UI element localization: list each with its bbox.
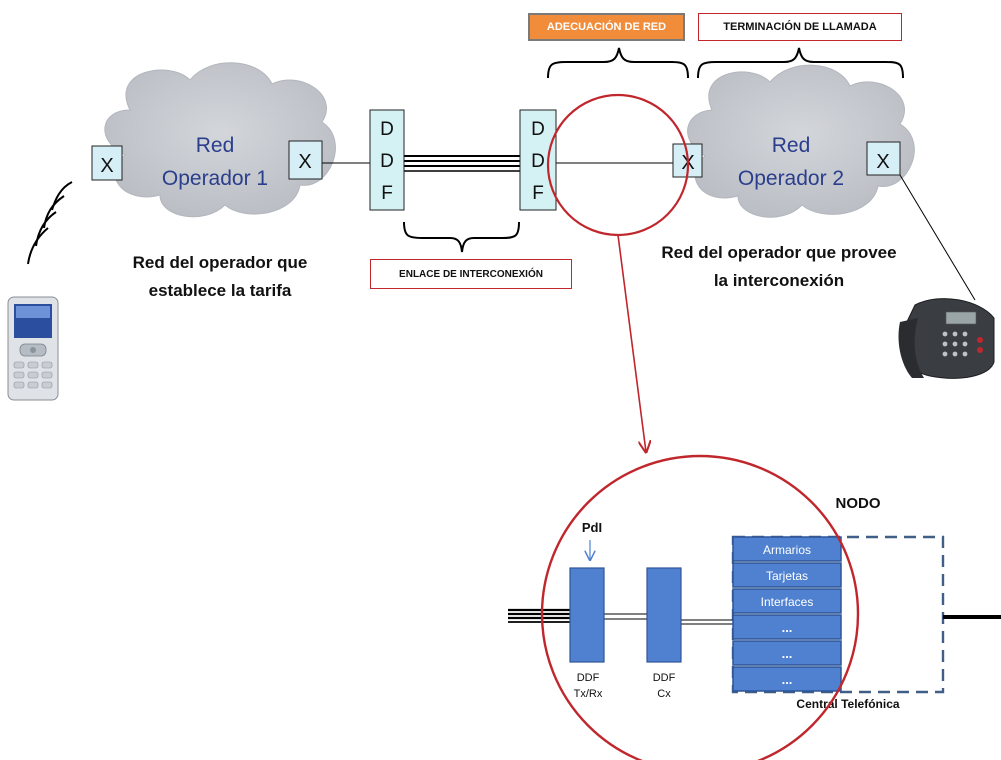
nodo-label: NODO	[836, 495, 881, 512]
ddf-cx-box	[646, 567, 682, 663]
svg-text:D: D	[531, 119, 545, 140]
rack-item-ellipsis-1: ...	[782, 620, 793, 635]
desk-telephone-icon	[898, 298, 995, 379]
svg-text:F: F	[381, 183, 393, 204]
focus-circle-top	[546, 93, 690, 237]
wireless-signal-icon	[27, 181, 73, 265]
terminacion-text: TERMINACIÓN DE LLAMADA	[723, 21, 877, 33]
pdi-label: PdI	[582, 520, 602, 535]
caption-op1-line2: establece la tarifa	[149, 281, 292, 300]
cloud-operador-2: Red Operador 2	[687, 64, 915, 218]
cloud-op1-subtitle: Operador 1	[162, 167, 268, 190]
detail-view: Armarios Tarjetas Interfaces ... ... ...…	[508, 495, 1001, 711]
central-rack: Armarios Tarjetas Interfaces ... ... ...	[732, 536, 842, 692]
top-links	[322, 155, 976, 301]
ddf-cx-label-1: DDF	[653, 672, 676, 684]
adecuacion-de-red-label: ADECUACIÓN DE RED	[528, 13, 685, 41]
svg-text:D: D	[531, 151, 545, 172]
brace-terminacion	[697, 47, 904, 79]
mobile-phone-icon	[7, 296, 59, 401]
caption-op2-line2: la interconexión	[714, 271, 844, 290]
ddf-right: D D F	[519, 109, 557, 211]
svg-text:D: D	[380, 119, 394, 140]
ddf-txrx-label-1: DDF	[577, 672, 600, 684]
rack-item-tarjetas: Tarjetas	[766, 569, 808, 583]
rack-item-ellipsis-3: ...	[782, 672, 793, 687]
cloud-operador-1: Red Operador 1	[104, 62, 336, 218]
zoom-arrow	[617, 234, 646, 452]
ddf-cx-label-2: Cx	[657, 688, 671, 700]
central-telefonica-label: Central Telefónica	[796, 697, 899, 711]
brace-adecuacion	[547, 47, 689, 79]
focus-circle-detail	[540, 454, 860, 760]
rack-item-interfaces: Interfaces	[761, 595, 814, 609]
svg-text:F: F	[532, 183, 544, 204]
svg-text:X: X	[298, 151, 311, 173]
enlace-de-interconexion-label: ENLACE DE INTERCONEXIÓN	[370, 259, 572, 289]
ddf-txrx-label-2: Tx/Rx	[574, 688, 603, 700]
cloud-op2-subtitle: Operador 2	[738, 167, 844, 190]
ddf-left: D D F	[369, 109, 405, 211]
switch-op1-left: X	[91, 145, 123, 181]
terminacion-de-llamada-label: TERMINACIÓN DE LLAMADA	[698, 13, 902, 41]
cloud-op1-title: Red	[196, 134, 235, 157]
caption-op2-line1: Red del operador que provee	[661, 243, 896, 262]
ddf-txrx-box	[569, 567, 605, 663]
brace-enlace	[403, 221, 520, 253]
svg-text:D: D	[380, 151, 394, 172]
switch-op2-right: X	[866, 141, 901, 176]
switch-op1-right: X	[288, 140, 323, 180]
rack-item-armarios: Armarios	[763, 543, 811, 557]
enlace-text: ENLACE DE INTERCONEXIÓN	[399, 268, 543, 280]
cloud-op2-title: Red	[772, 134, 811, 157]
caption-op1-line1: Red del operador que	[133, 253, 308, 272]
svg-text:X: X	[100, 155, 113, 177]
rack-item-ellipsis-2: ...	[782, 646, 793, 661]
adecuacion-text: ADECUACIÓN DE RED	[546, 21, 667, 33]
svg-text:X: X	[876, 151, 889, 173]
